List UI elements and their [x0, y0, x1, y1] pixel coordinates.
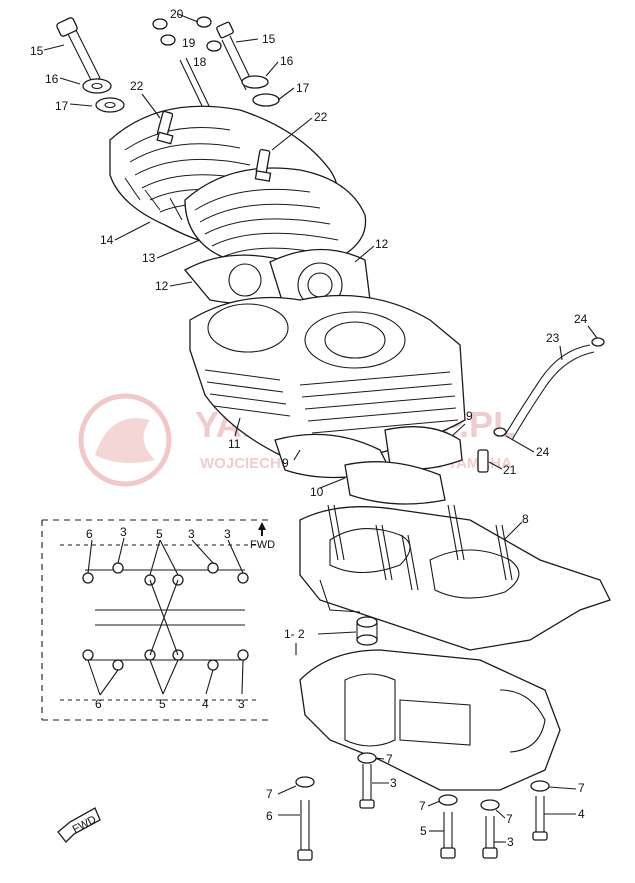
- inset-bolt-holes: [82, 562, 249, 671]
- callout-19: 19: [182, 36, 196, 50]
- inset-label-3-bottom: 3: [238, 697, 245, 711]
- washer-17-right: [252, 93, 280, 107]
- fitting-21: [477, 449, 489, 473]
- washer-17-left: [95, 97, 125, 113]
- crankcase-upper: [299, 506, 611, 651]
- bolt-4: [530, 780, 550, 841]
- callout-11: 11: [228, 437, 241, 451]
- inset-label-4-bottom: 4: [202, 697, 209, 711]
- bolt-5: [438, 794, 458, 859]
- clip-24-top: [591, 337, 605, 347]
- washer-16-right: [241, 75, 269, 89]
- callout-7-right: 7: [506, 812, 513, 826]
- callout-24-lower: 24: [536, 445, 550, 459]
- callout-7-center: 7: [419, 799, 426, 813]
- callout-4: 4: [578, 807, 585, 821]
- inset-fwd-arrow-icon: [258, 522, 266, 536]
- inset-label-6-bottom: 6: [95, 697, 102, 711]
- inset-fwd-label: FWD: [250, 539, 275, 551]
- watermark-logo: [78, 393, 172, 487]
- callout-10: 10: [310, 485, 324, 499]
- callout-24-top: 24: [574, 312, 588, 326]
- base-gasket-9: [274, 426, 463, 479]
- bolt-3-center: [357, 752, 377, 809]
- bolt-15-left: [56, 17, 101, 83]
- washer-16-left: [82, 78, 112, 94]
- callout-12-right: 12: [375, 237, 389, 251]
- callout-12-left: 12: [155, 279, 169, 293]
- fwd-arrow-icon: [57, 807, 101, 843]
- callout-16-left: 16: [45, 72, 59, 86]
- callout-14: 14: [100, 233, 114, 247]
- callout-5: 5: [420, 824, 427, 838]
- callout-7-left: 7: [266, 787, 273, 801]
- cylinder-block: [189, 294, 466, 461]
- inset-label-3-top-c: 3: [224, 527, 231, 541]
- callout-7-upper: 7: [386, 752, 393, 766]
- crankcase-lower: [299, 649, 561, 791]
- callout-3-center: 3: [390, 776, 397, 790]
- callout-22-right: 22: [314, 110, 328, 124]
- callout-13: 13: [142, 251, 156, 265]
- callout-9-left: 9: [282, 456, 289, 470]
- clip-24-lower: [493, 427, 507, 437]
- inset-label-6-top: 6: [86, 527, 93, 541]
- inset-label-3-top-b: 3: [188, 527, 195, 541]
- callout-8: 8: [522, 512, 529, 526]
- spark-plug-22-left: [156, 110, 174, 145]
- inset-label-3-top-a: 3: [120, 525, 127, 539]
- bolt-3-right: [480, 799, 500, 859]
- callout-7-far-right: 7: [578, 781, 585, 795]
- callout-16-right: 16: [280, 54, 294, 68]
- nuts-cluster: [152, 16, 255, 111]
- inset-label-5-bottom: 5: [159, 697, 166, 711]
- callout-15-right: 15: [262, 32, 276, 46]
- callout-22-left: 22: [130, 79, 144, 93]
- callout-17-right: 17: [296, 81, 310, 95]
- base-gasket-10: [344, 461, 446, 505]
- callout-3-right: 3: [507, 835, 514, 849]
- callout-20: 20: [170, 7, 184, 21]
- callout-6: 6: [266, 809, 273, 823]
- bolt-layout-inset: 6 3 5 3 3 6 5 4 3 FWD: [41, 519, 275, 721]
- spark-plug-22-right: [254, 148, 272, 182]
- callout-15-left: 15: [30, 44, 44, 58]
- oil-pipe-23: [504, 344, 595, 441]
- watermark-logo-mark: [95, 418, 155, 464]
- studs-8: [327, 504, 513, 591]
- callout-21: 21: [503, 463, 517, 477]
- callout-18: 18: [193, 55, 207, 69]
- callout-17-left: 17: [55, 99, 69, 113]
- callout-9-right: 9: [466, 409, 473, 423]
- inset-label-5-top: 5: [156, 527, 163, 541]
- fwd-arrow-label: FWD: [71, 814, 99, 836]
- callout-23: 23: [546, 331, 560, 345]
- bushing-1-2: [356, 616, 378, 646]
- bolt-6: [295, 776, 315, 861]
- callout-1-2: 1- 2: [284, 627, 305, 641]
- fwd-arrow: FWD: [57, 807, 101, 843]
